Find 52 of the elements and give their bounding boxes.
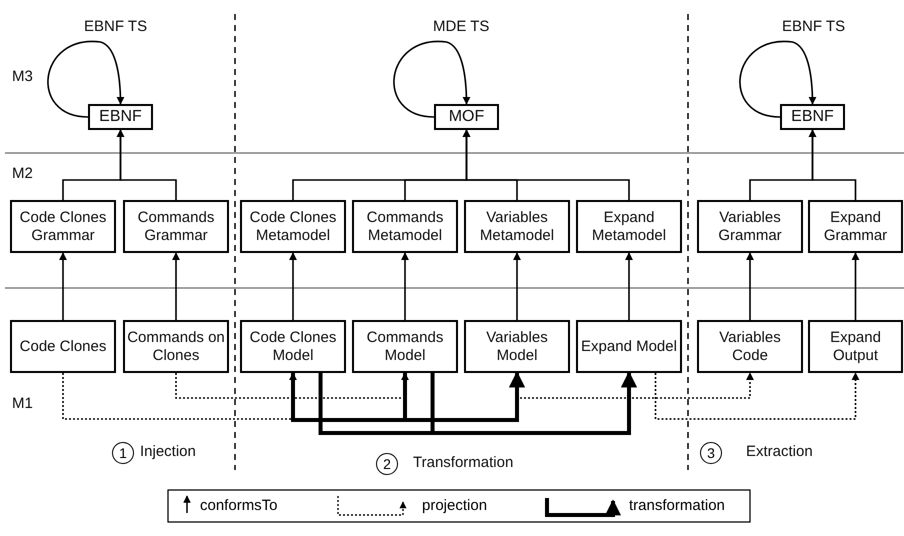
metamodel-box: Commands Grammar: [123, 200, 229, 253]
metametamodel-box: EBNF: [88, 104, 153, 130]
transformation-arrow: [430, 371, 637, 435]
conforms-to-arrow: [852, 252, 860, 320]
conforms-to-arrow: [289, 252, 297, 320]
circled-number: 1: [112, 442, 134, 464]
legend-label: projection: [422, 497, 488, 514]
conforms-to-arrow: [625, 252, 633, 320]
conforms-to-arrow: [746, 252, 754, 320]
model-box: Commands Model: [352, 320, 458, 373]
level-label: M2: [12, 165, 33, 182]
metametamodel-box: MOF: [434, 104, 499, 130]
projection-arrow: [654, 372, 860, 420]
model-box: Expand Output: [808, 320, 903, 373]
legend-label: transformation: [629, 497, 725, 514]
metamodel-box: Variables Grammar: [697, 200, 803, 253]
legend-label: conformsTo: [200, 497, 278, 514]
column-heading: EBNF TS: [84, 18, 148, 35]
conforms-to-arrow: [172, 252, 180, 320]
conforms-to-arrow: [401, 252, 409, 320]
conforms-to-arrow: [739, 41, 816, 118]
circled-number: 3: [700, 442, 722, 464]
metamodel-box: Variables Metamodel: [464, 200, 570, 253]
model-box: Code Clones Model: [240, 320, 346, 373]
phase-label: Injection: [140, 443, 196, 460]
model-box: Variables Model: [464, 320, 570, 373]
metamodel-box: Code Clones Metamodel: [240, 200, 346, 253]
circled-number: 2: [376, 453, 398, 475]
metamodel-box: Expand Grammar: [808, 200, 903, 253]
conforms-to-arrow: [47, 41, 124, 118]
level-label: M3: [12, 68, 33, 85]
model-box: Variables Code: [697, 320, 803, 373]
projection-arrow: [62, 372, 297, 420]
phase-label: Transformation: [413, 454, 514, 471]
metamodel-box: Commands Metamodel: [352, 200, 458, 253]
conforms-to-arrow: [59, 252, 67, 320]
model-box: Expand Model: [576, 320, 682, 373]
conforms-to-arrow: [393, 41, 470, 118]
projection-arrow: [175, 372, 409, 399]
model-box: Commands on Clones: [123, 320, 229, 373]
column-heading: MDE TS: [433, 18, 490, 35]
phase-label: Extraction: [746, 443, 813, 460]
conforms-to-arrow: [808, 129, 856, 200]
conforms-to-arrow: [513, 252, 521, 320]
level-label: M1: [12, 395, 33, 412]
metamodel-box: Expand Metamodel: [576, 200, 682, 253]
model-box: Code Clones: [10, 320, 116, 373]
metametamodel-box: EBNF: [780, 104, 845, 130]
conforms-to-arrow: [462, 129, 630, 200]
conforms-to-arrow: [116, 129, 177, 200]
column-heading: EBNF TS: [782, 18, 846, 35]
metamodel-box: Code Clones Grammar: [10, 200, 116, 253]
